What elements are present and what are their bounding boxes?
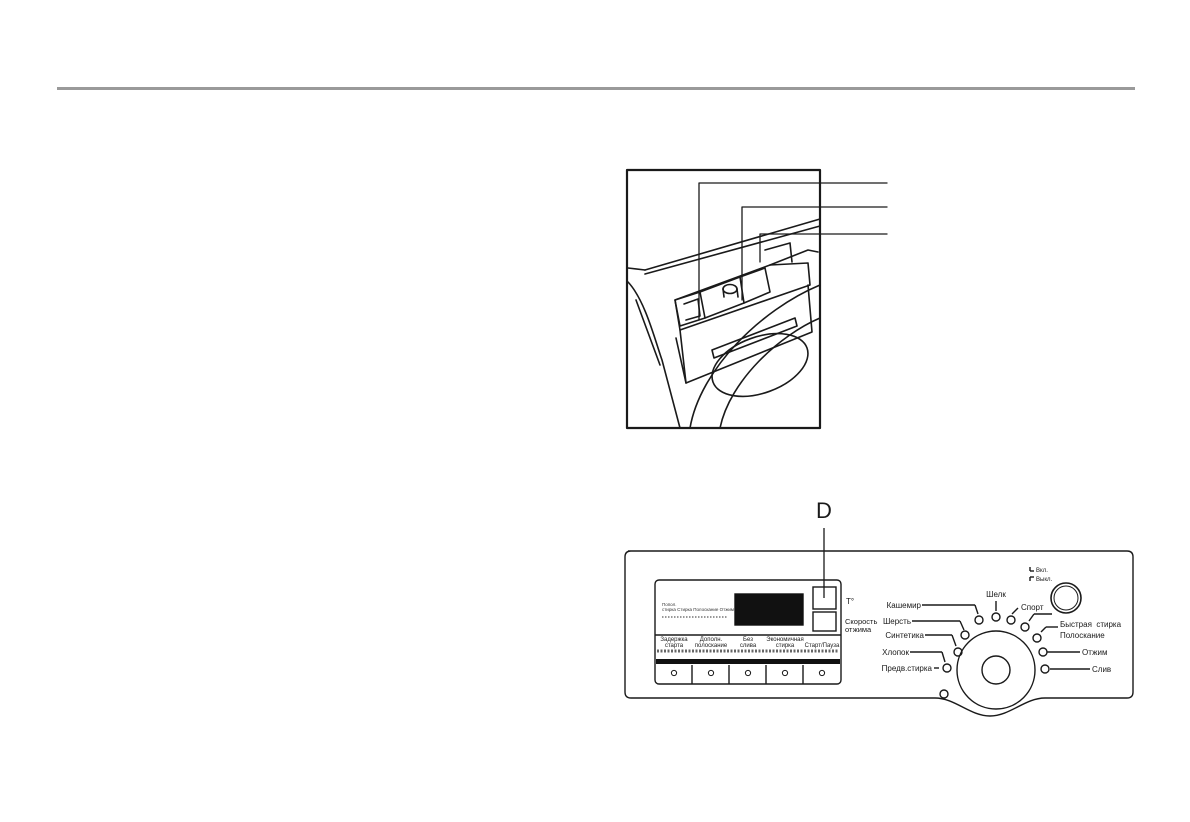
program-dial [956, 630, 1036, 710]
power-button [1050, 582, 1082, 614]
power-off-label: Выкл. [1036, 577, 1053, 583]
button-label-eco-line1: Экономичная [766, 637, 804, 643]
display-module [654, 579, 842, 685]
program-prewash: Предв.стирка [882, 664, 933, 673]
control-panel-outline [624, 550, 1134, 717]
program-rinse: Полоскание [1060, 631, 1105, 640]
button-label-nodrain-line2: слива [740, 643, 757, 649]
button-label-delay-line2: старта [665, 643, 684, 649]
display-caption-line1: Попол. [662, 602, 676, 607]
program-quick-wash: Быстрая стирка [1060, 620, 1122, 629]
program-dial-knob [981, 655, 1011, 685]
power-on-label: Вкл. [1036, 568, 1048, 574]
extra-rinse-button[interactable] [707, 669, 715, 677]
program-spin: Отжим [1082, 648, 1107, 657]
display-caption-line2: стирка Стирка Полоскание Отжим [662, 607, 734, 612]
program-drain: Слив [1092, 665, 1111, 674]
button-label-rinse-line1: Дополн. [700, 637, 723, 643]
lcd-screen [734, 593, 804, 626]
program-wool: Шерсть [883, 617, 911, 626]
display-buttons [670, 669, 826, 677]
program-silk: Шелк [986, 590, 1006, 599]
button-label-start-line2: Старт/Пауза [805, 643, 840, 649]
drawer-frame [625, 168, 822, 430]
delay-start-button[interactable] [670, 669, 678, 677]
callout-d: D [816, 498, 832, 523]
temperature-label: T° [846, 597, 854, 606]
program-synthetics: Синтетика [885, 631, 924, 640]
program-indicator-leds [939, 612, 1050, 699]
button-label-rinse-line2: полоскание [695, 643, 728, 649]
button-label-nodrain-line1: Без [743, 637, 753, 643]
button-label-eco-line2: стирка [776, 643, 795, 649]
spin-speed-label-line1: Скорость [845, 617, 877, 626]
program-cashmere: Кашемир [887, 601, 922, 610]
spin-speed-indicator-box [812, 611, 837, 632]
no-drain-button[interactable] [744, 669, 752, 677]
program-sport: Спорт [1021, 603, 1044, 612]
top-rule [57, 87, 1135, 90]
program-cotton: Хлопок [882, 648, 909, 657]
start-pause-button[interactable] [818, 669, 826, 677]
spin-speed-label-line2: отжима [845, 625, 872, 634]
eco-wash-button[interactable] [781, 669, 789, 677]
button-label-delay-line1: Задержка [660, 637, 688, 643]
